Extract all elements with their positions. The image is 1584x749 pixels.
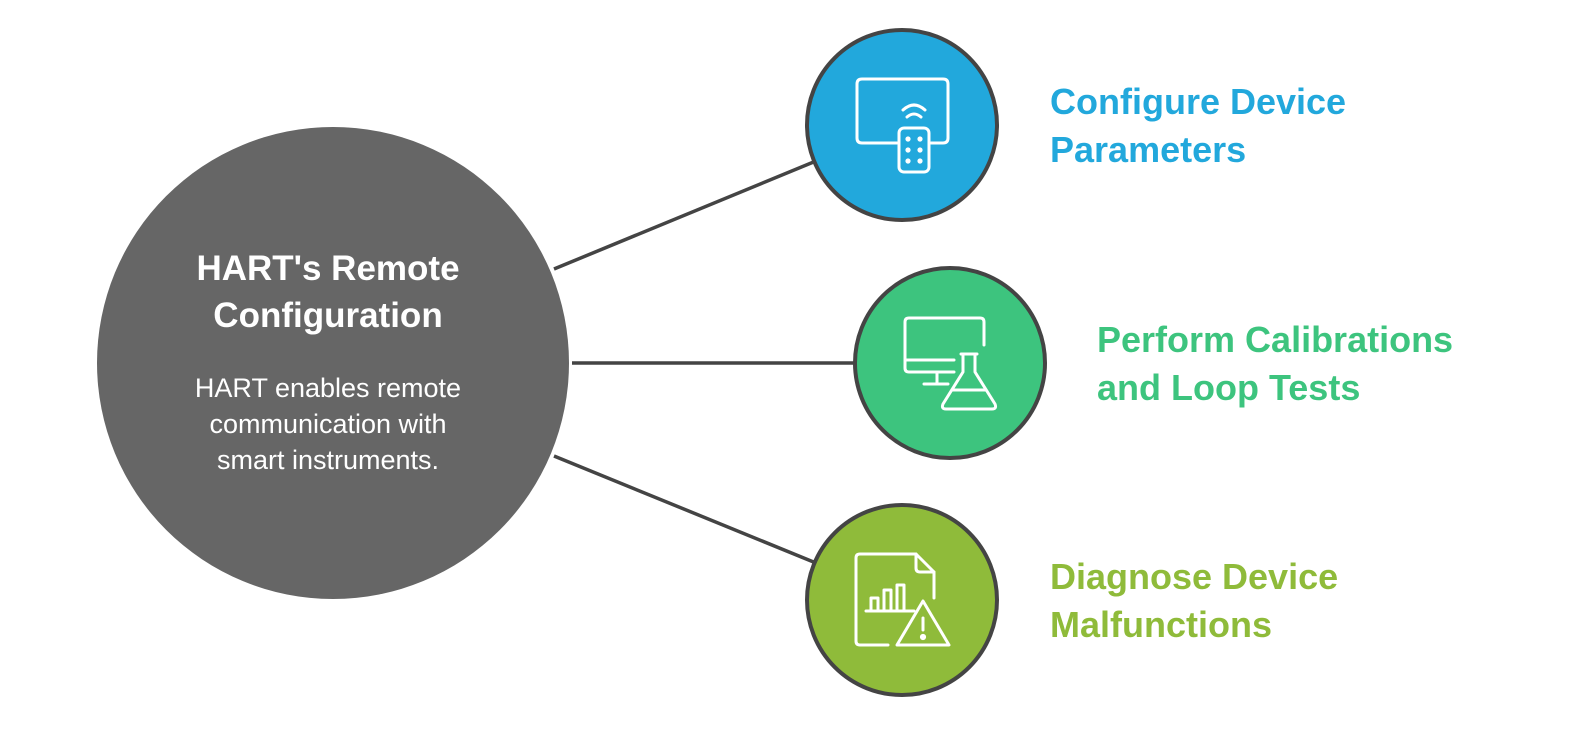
- center-title-line: Configuration: [213, 296, 443, 335]
- remote-control-monitor-icon: [855, 77, 950, 174]
- circle-diagnose: [805, 503, 999, 697]
- center-title-line: HART's Remote: [196, 249, 460, 288]
- connector-diagnose: [553, 454, 817, 565]
- report-warning-icon: [854, 552, 951, 647]
- center-description: HART enables remote communication with s…: [148, 370, 508, 478]
- label-line: Configure Device: [1050, 81, 1347, 122]
- center-description-line: HART enables remote: [194, 373, 462, 403]
- label-line: and Loop Tests: [1097, 367, 1361, 408]
- label-perform-calibrations: Perform Calibrations and Loop Tests: [1097, 316, 1453, 412]
- center-circle: [97, 127, 569, 599]
- center-description-line: smart instruments.: [216, 445, 440, 475]
- label-configure-device-parameters: Configure Device Parameters: [1050, 78, 1346, 174]
- center-title: HART's Remote Configuration: [133, 245, 523, 339]
- label-line: Diagnose Device: [1050, 556, 1339, 597]
- monitor-flask-icon: [903, 316, 998, 411]
- circle-calibrate: [853, 266, 1047, 460]
- label-diagnose-device-malfunctions: Diagnose Device Malfunctions: [1050, 553, 1338, 649]
- center-description-line: communication with: [209, 409, 447, 439]
- label-line: Parameters: [1050, 129, 1247, 170]
- label-line: Malfunctions: [1050, 604, 1272, 645]
- circle-configure: [805, 28, 999, 222]
- label-line: Perform Calibrations: [1097, 319, 1454, 360]
- connector-configure: [553, 159, 817, 271]
